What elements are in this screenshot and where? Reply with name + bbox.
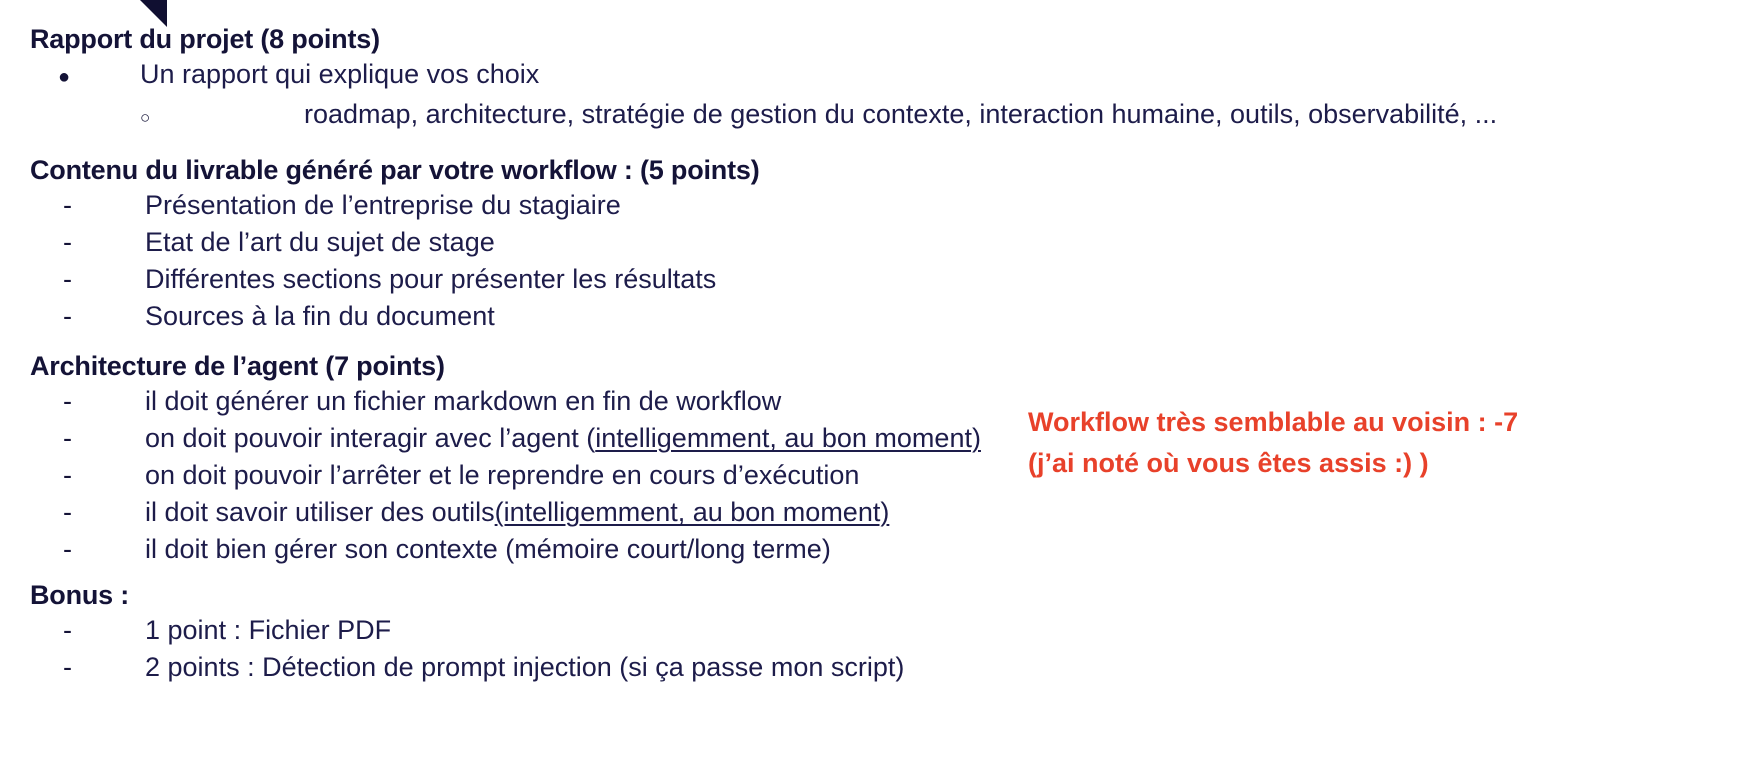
dash-bullet-icon: - — [63, 227, 72, 257]
list-item: - il doit générer un fichier markdown en… — [30, 383, 981, 420]
section-heading-architecture: Architecture de l’agent (7 points) — [30, 351, 445, 381]
list-item-label: 2 points : Détection de prompt injection… — [145, 652, 905, 682]
list-item-label-underlined: (intelligemment, au bon moment) — [494, 497, 890, 527]
dash-bullet-icon: - — [63, 497, 72, 527]
list-item: - on doit pouvoir l’arrêter et le repren… — [30, 457, 981, 494]
dash-bullet-icon: - — [63, 652, 72, 682]
list-item-label-underlined: intelligemment, au bon moment) — [595, 423, 981, 453]
dash-bullet-icon: - — [63, 190, 72, 220]
dash-bullet-icon: - — [63, 423, 72, 453]
dash-bullet-icon: - — [63, 615, 72, 645]
list-item-label: on doit pouvoir l’arrêter et le reprendr… — [145, 460, 860, 490]
list-rapport: ● Un rapport qui explique vos choix ○ ro… — [30, 56, 1497, 136]
list-item: - il doit bien gérer son contexte (mémoi… — [30, 531, 981, 568]
section-heading-rapport: Rapport du projet (8 points) — [30, 24, 380, 54]
list-item-label: Un rapport qui explique vos choix — [140, 59, 540, 89]
annotation-line-1: Workflow très semblable au voisin : -7 — [1028, 407, 1519, 437]
dash-bullet-icon: - — [63, 534, 72, 564]
list-bonus: - 1 point : Fichier PDF - 2 points : Dét… — [30, 612, 904, 686]
section-heading-contenu: Contenu du livrable généré par votre wor… — [30, 155, 760, 185]
section-contenu: Contenu du livrable généré par votre wor… — [30, 153, 760, 335]
list-item: - 2 points : Détection de prompt injecti… — [30, 649, 904, 686]
grading-annotation: Workflow très semblable au voisin : -7 (… — [1028, 402, 1518, 484]
list-item: - Etat de l’art du sujet de stage — [30, 224, 760, 261]
dash-bullet-icon: - — [63, 460, 72, 490]
circle-bullet-icon: ○ — [140, 108, 151, 127]
dash-bullet-icon: - — [63, 386, 72, 416]
list-item: - 1 point : Fichier PDF — [30, 612, 904, 649]
list-item-label: roadmap, architecture, stratégie de gest… — [304, 99, 1498, 129]
corner-triangle-decoration — [140, 0, 167, 27]
list-contenu: - Présentation de l’entreprise du stagia… — [30, 187, 760, 335]
dash-bullet-icon: - — [63, 301, 72, 331]
section-architecture: Architecture de l’agent (7 points) - il … — [30, 349, 981, 568]
annotation-line-2: (j’ai noté où vous êtes assis :) ) — [1028, 448, 1429, 478]
list-item-label: il doit générer un fichier markdown en f… — [145, 386, 782, 416]
list-item: - Présentation de l’entreprise du stagia… — [30, 187, 760, 224]
list-architecture: - il doit générer un fichier markdown en… — [30, 383, 981, 568]
list-item-label-prefix: il doit savoir utiliser des outils — [145, 497, 495, 527]
list-item-label: il doit bien gérer son contexte (mémoire… — [145, 534, 831, 564]
section-rapport: Rapport du projet (8 points) ● Un rappor… — [30, 22, 1497, 136]
section-heading-bonus: Bonus : — [30, 580, 130, 610]
dash-bullet-icon: - — [63, 264, 72, 294]
list-item: ● Un rapport qui explique vos choix — [30, 56, 1497, 96]
section-bonus: Bonus : - 1 point : Fichier PDF - 2 poin… — [30, 578, 904, 686]
list-item: ○ roadmap, architecture, stratégie de ge… — [30, 96, 1497, 136]
list-item-label-prefix: on doit pouvoir interagir avec l’agent ( — [145, 423, 596, 453]
list-item-label: Etat de l’art du sujet de stage — [145, 227, 495, 257]
disc-bullet-icon: ● — [58, 66, 71, 88]
list-item: - Sources à la fin du document — [30, 298, 760, 335]
list-item-label: Différentes sections pour présenter les … — [145, 264, 717, 294]
list-item-label: Sources à la fin du document — [145, 301, 495, 331]
list-item-label: 1 point : Fichier PDF — [145, 615, 392, 645]
list-item: - Différentes sections pour présenter le… — [30, 261, 760, 298]
list-item-label: Présentation de l’entreprise du stagiair… — [145, 190, 621, 220]
list-item: - il doit savoir utiliser des outils (in… — [30, 494, 981, 531]
list-item: - on doit pouvoir interagir avec l’agent… — [30, 420, 981, 457]
